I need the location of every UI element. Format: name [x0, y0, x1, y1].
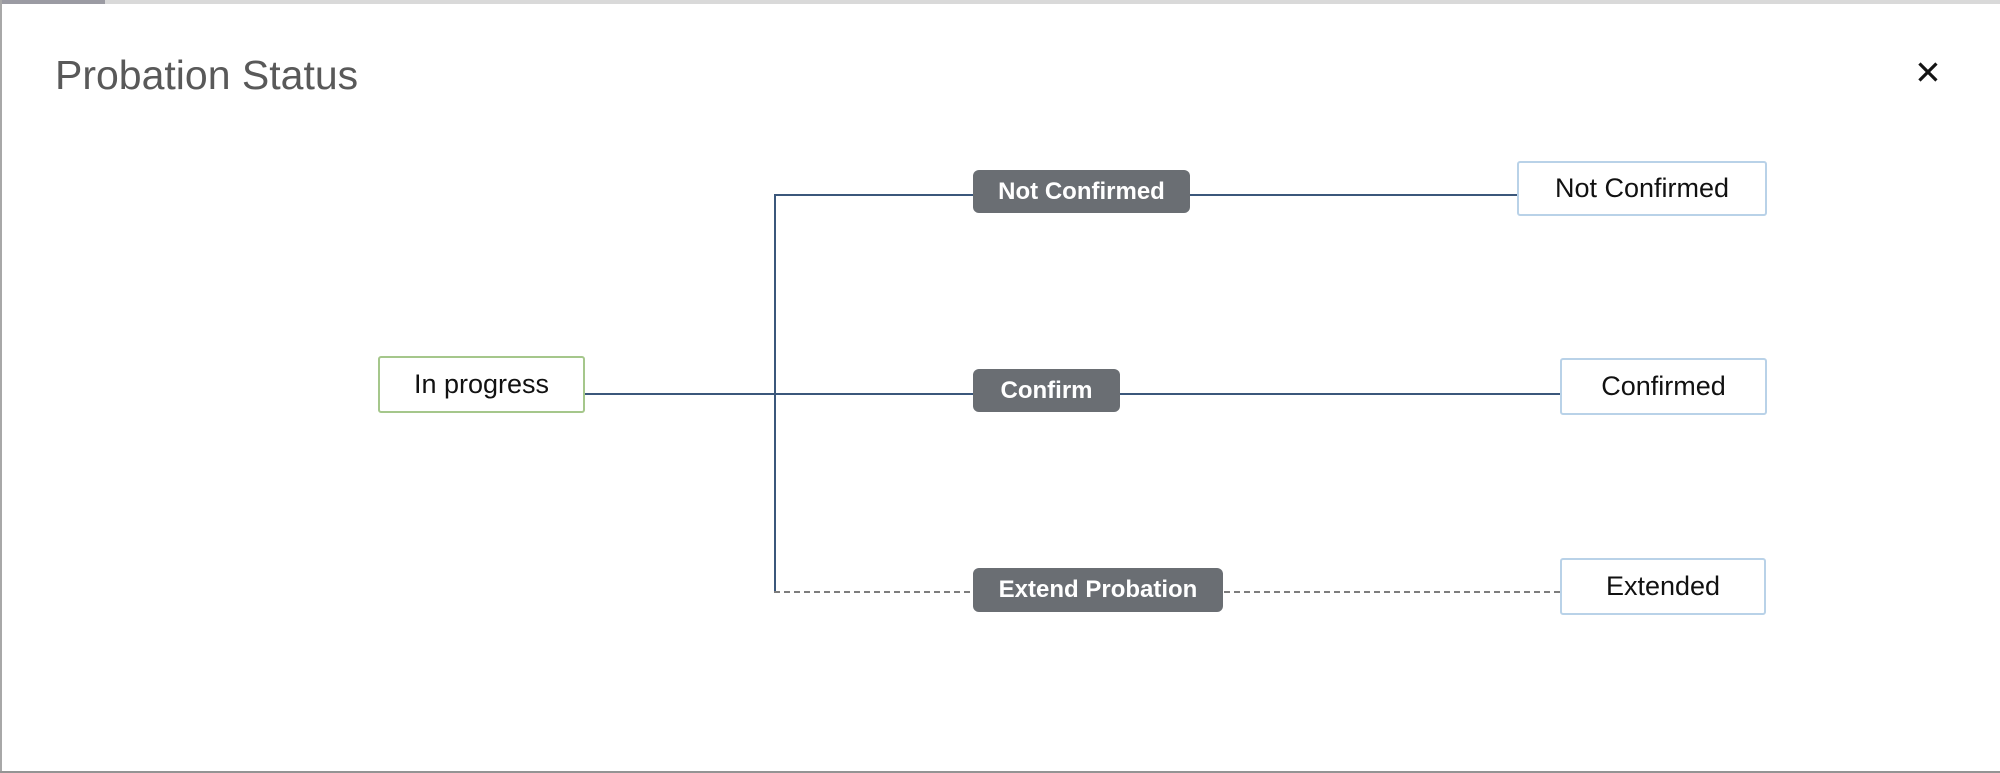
start-node-in-progress: In progress: [378, 356, 585, 413]
state-node-label: Confirmed: [1601, 371, 1726, 401]
start-node-label: In progress: [413, 369, 550, 399]
state-node-label: Extended: [1605, 571, 1721, 601]
action-badge-confirm[interactable]: Confirm: [973, 369, 1120, 412]
top-edge-dark-segment: [0, 0, 105, 4]
action-badge-label: Not Confirmed: [998, 177, 1165, 205]
page-title: Probation Status: [55, 52, 359, 98]
state-node-confirmed: Confirmed: [1560, 358, 1767, 415]
close-button[interactable]: ✕: [1904, 48, 1952, 96]
action-badge-extend-probation[interactable]: Extend Probation: [973, 568, 1223, 612]
state-node-not-confirmed: Not Confirmed: [1517, 161, 1767, 216]
action-badge-label: Confirm: [1000, 376, 1093, 404]
action-badge-not-confirmed[interactable]: Not Confirmed: [973, 170, 1190, 213]
left-edge-line: [0, 0, 2, 773]
state-node-label: Not Confirmed: [1554, 173, 1730, 203]
top-edge-band: [0, 0, 2000, 4]
bottom-edge-line: [0, 771, 2000, 773]
close-icon: ✕: [1914, 52, 1942, 92]
state-node-extended: Extended: [1560, 558, 1766, 615]
action-badge-label: Extend Probation: [998, 576, 1198, 603]
